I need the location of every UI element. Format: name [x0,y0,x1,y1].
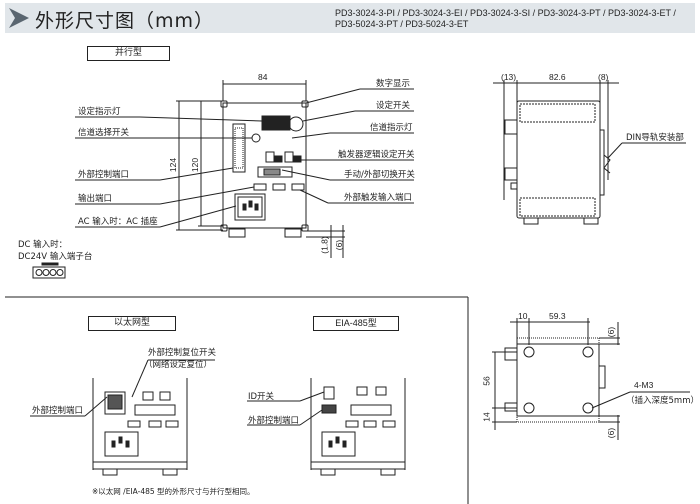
side-dim-middle: 82.6 [549,72,566,82]
ethernet-title-text: 以太网型 [113,318,150,328]
parallel-title-text: 并行型 [114,48,142,58]
label-setting-switch: 设定开关 [376,101,411,111]
label-ac-socket: AC 输入时：AC 插座 [78,217,158,227]
label-trigger-logic-switch: 触发器逻辑设定开关 [338,150,415,160]
bottom-view [492,318,690,440]
bottom-dim-middle: 59.3 [549,311,566,321]
footnote: ※以太网 /EIA-485 型的外形尺寸与并行型相同。 [92,487,255,496]
ethernet-type-title: 以太网型 [88,316,176,331]
side-view [493,80,686,225]
model-list-line-1: PD3-3024-3-PI / PD3-3024-3-EI / PD3-3024… [335,8,676,18]
label-output-port: 输出端口 [78,194,113,204]
eia485-type-title: EIA-485型 [313,316,399,331]
label-insert-depth: （插入深度5mm） [626,396,699,406]
label-channel-indicator: 信道指示灯 [370,123,413,133]
dim-foot-2: (6) [334,239,345,251]
bottom-dim-left: 10 [518,311,528,321]
label-eia485-external-port: 外部控制端口 [248,416,300,426]
bottom-dim-bottom-gap: (6) [606,427,617,439]
label-setting-indicator: 设定指示灯 [78,107,121,117]
label-id-switch: ID开关 [248,392,275,402]
dc-note-line-2: DC24V 输入端子台 [18,252,93,262]
side-dim-right: (8) [598,72,609,82]
page-title: 外形尺寸图（mm） [35,10,215,32]
parallel-front-view [32,80,414,279]
label-external-control-port: 外部控制端口 [78,170,130,180]
label-ethernet-external-port: 外部控制端口 [32,406,84,416]
label-external-trigger-port: 外部触发输入端口 [344,193,413,203]
eia485-title-text: EIA-485型 [335,318,377,328]
dim-foot: (1.8) [319,236,330,254]
label-external-reset-switch: 外部控制复位开关 [148,348,217,358]
model-list-line-2: PD3-5024-3-PT / PD3-5024-3-ET [335,19,469,29]
model-list: PD3-3024-3-PI / PD3-3024-3-EI / PD3-3024… [335,8,676,30]
bottom-dim-height: 56 [481,376,492,386]
dc-note-line-1: DC 输入时： [18,240,68,250]
label-channel-select-switch: 信道选择开关 [78,128,130,138]
label-digital-display: 数字显示 [376,79,411,89]
label-4-m3: 4-M3 [634,380,654,390]
dim-height-inner: 120 [190,157,201,173]
dim-width: 84 [258,72,268,82]
page-header: 外形尺寸图（mm） PD3-3024-3-PI / PD3-3024-3-EI … [5,3,695,33]
eia485-view [247,378,406,476]
bottom-dim-top-gap: (6) [606,326,617,338]
ethernet-view [30,359,215,476]
dim-height-outer: 124 [168,157,179,173]
label-din-rail-mount: DIN导轨安装部 [626,133,684,143]
label-network-reset: （网络设定复位） [144,360,213,370]
parallel-type-title: 并行型 [87,46,170,61]
side-dim-left: (13) [501,72,517,82]
bottom-dim-bottom: 14 [481,412,492,422]
label-manual-external-switch: 手动/外部切换开关 [344,170,415,180]
